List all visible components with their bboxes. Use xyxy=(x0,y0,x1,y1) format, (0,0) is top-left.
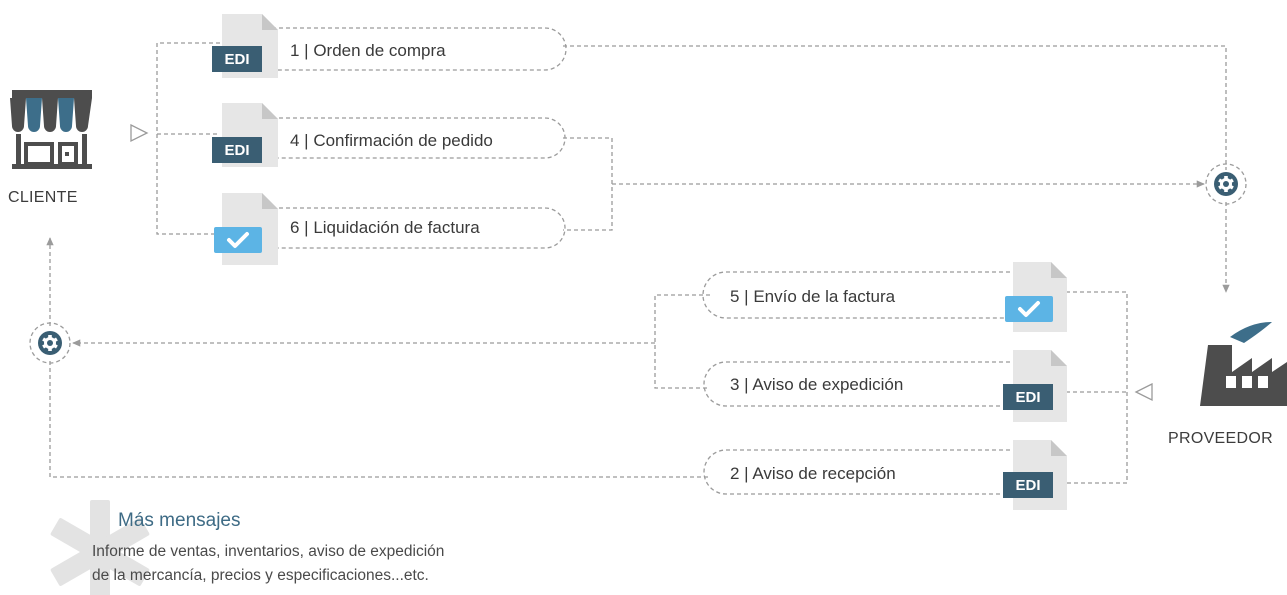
message-label-2: 2 | Aviso de recepción xyxy=(730,464,896,483)
factory-icon xyxy=(1200,322,1287,406)
message-label-6: 6 | Liquidación de factura xyxy=(290,218,480,237)
store-icon xyxy=(10,90,92,169)
message-label-1: 1 | Orden de compra xyxy=(290,41,446,60)
gear-icon xyxy=(1214,172,1238,196)
client-bracket-line xyxy=(156,42,220,235)
merge-line-msg-4-6 xyxy=(563,137,613,231)
capsule-msg-3 xyxy=(703,361,1010,407)
gear-ring-client xyxy=(29,322,71,364)
svg-text:EDI: EDI xyxy=(1015,477,1040,494)
more-messages-line: de la mercancía, precios y especificacio… xyxy=(92,567,429,584)
asterisk-icon xyxy=(50,500,150,595)
edi-document-icon: EDI xyxy=(1003,350,1067,422)
message-label-4: 4 | Confirmación de pedido xyxy=(290,131,493,150)
triangle-provider-icon xyxy=(1134,382,1153,402)
svg-text:EDI: EDI xyxy=(224,142,249,159)
client-label: CLIENTE xyxy=(8,189,78,206)
capsule-msg-2 xyxy=(703,449,1010,495)
triangle-client-icon xyxy=(130,123,149,143)
gear-ring-provider xyxy=(1205,163,1247,205)
check-document-icon xyxy=(214,193,278,265)
flow-line-msg-2 xyxy=(49,360,708,478)
svg-text:EDI: EDI xyxy=(224,51,249,68)
message-label-3: 3 | Aviso de expedición xyxy=(730,375,904,394)
flow-line-msg-1 xyxy=(563,45,1227,170)
gear-icon xyxy=(38,331,62,355)
capsule-msg-6 xyxy=(265,207,566,249)
provider-bracket-line xyxy=(1066,291,1128,484)
more-messages-line: Informe de ventas, inventarios, aviso de… xyxy=(92,543,445,560)
capsule-msg-1 xyxy=(265,27,567,71)
edi-document-icon: EDI xyxy=(1003,440,1067,510)
check-document-icon xyxy=(1005,262,1067,332)
merge-line-msg-5-3 xyxy=(654,294,710,389)
more-messages-text: Informe de ventas, inventarios, aviso de… xyxy=(92,540,532,588)
svg-text:EDI: EDI xyxy=(1015,389,1040,406)
message-label-5: 5 | Envío de la factura xyxy=(730,287,896,306)
provider-label: PROVEEDOR xyxy=(1168,430,1273,447)
edi-document-icon: EDI xyxy=(212,103,278,167)
more-messages-title: Más mensajes xyxy=(118,510,241,531)
edi-document-icon: EDI xyxy=(212,14,278,78)
